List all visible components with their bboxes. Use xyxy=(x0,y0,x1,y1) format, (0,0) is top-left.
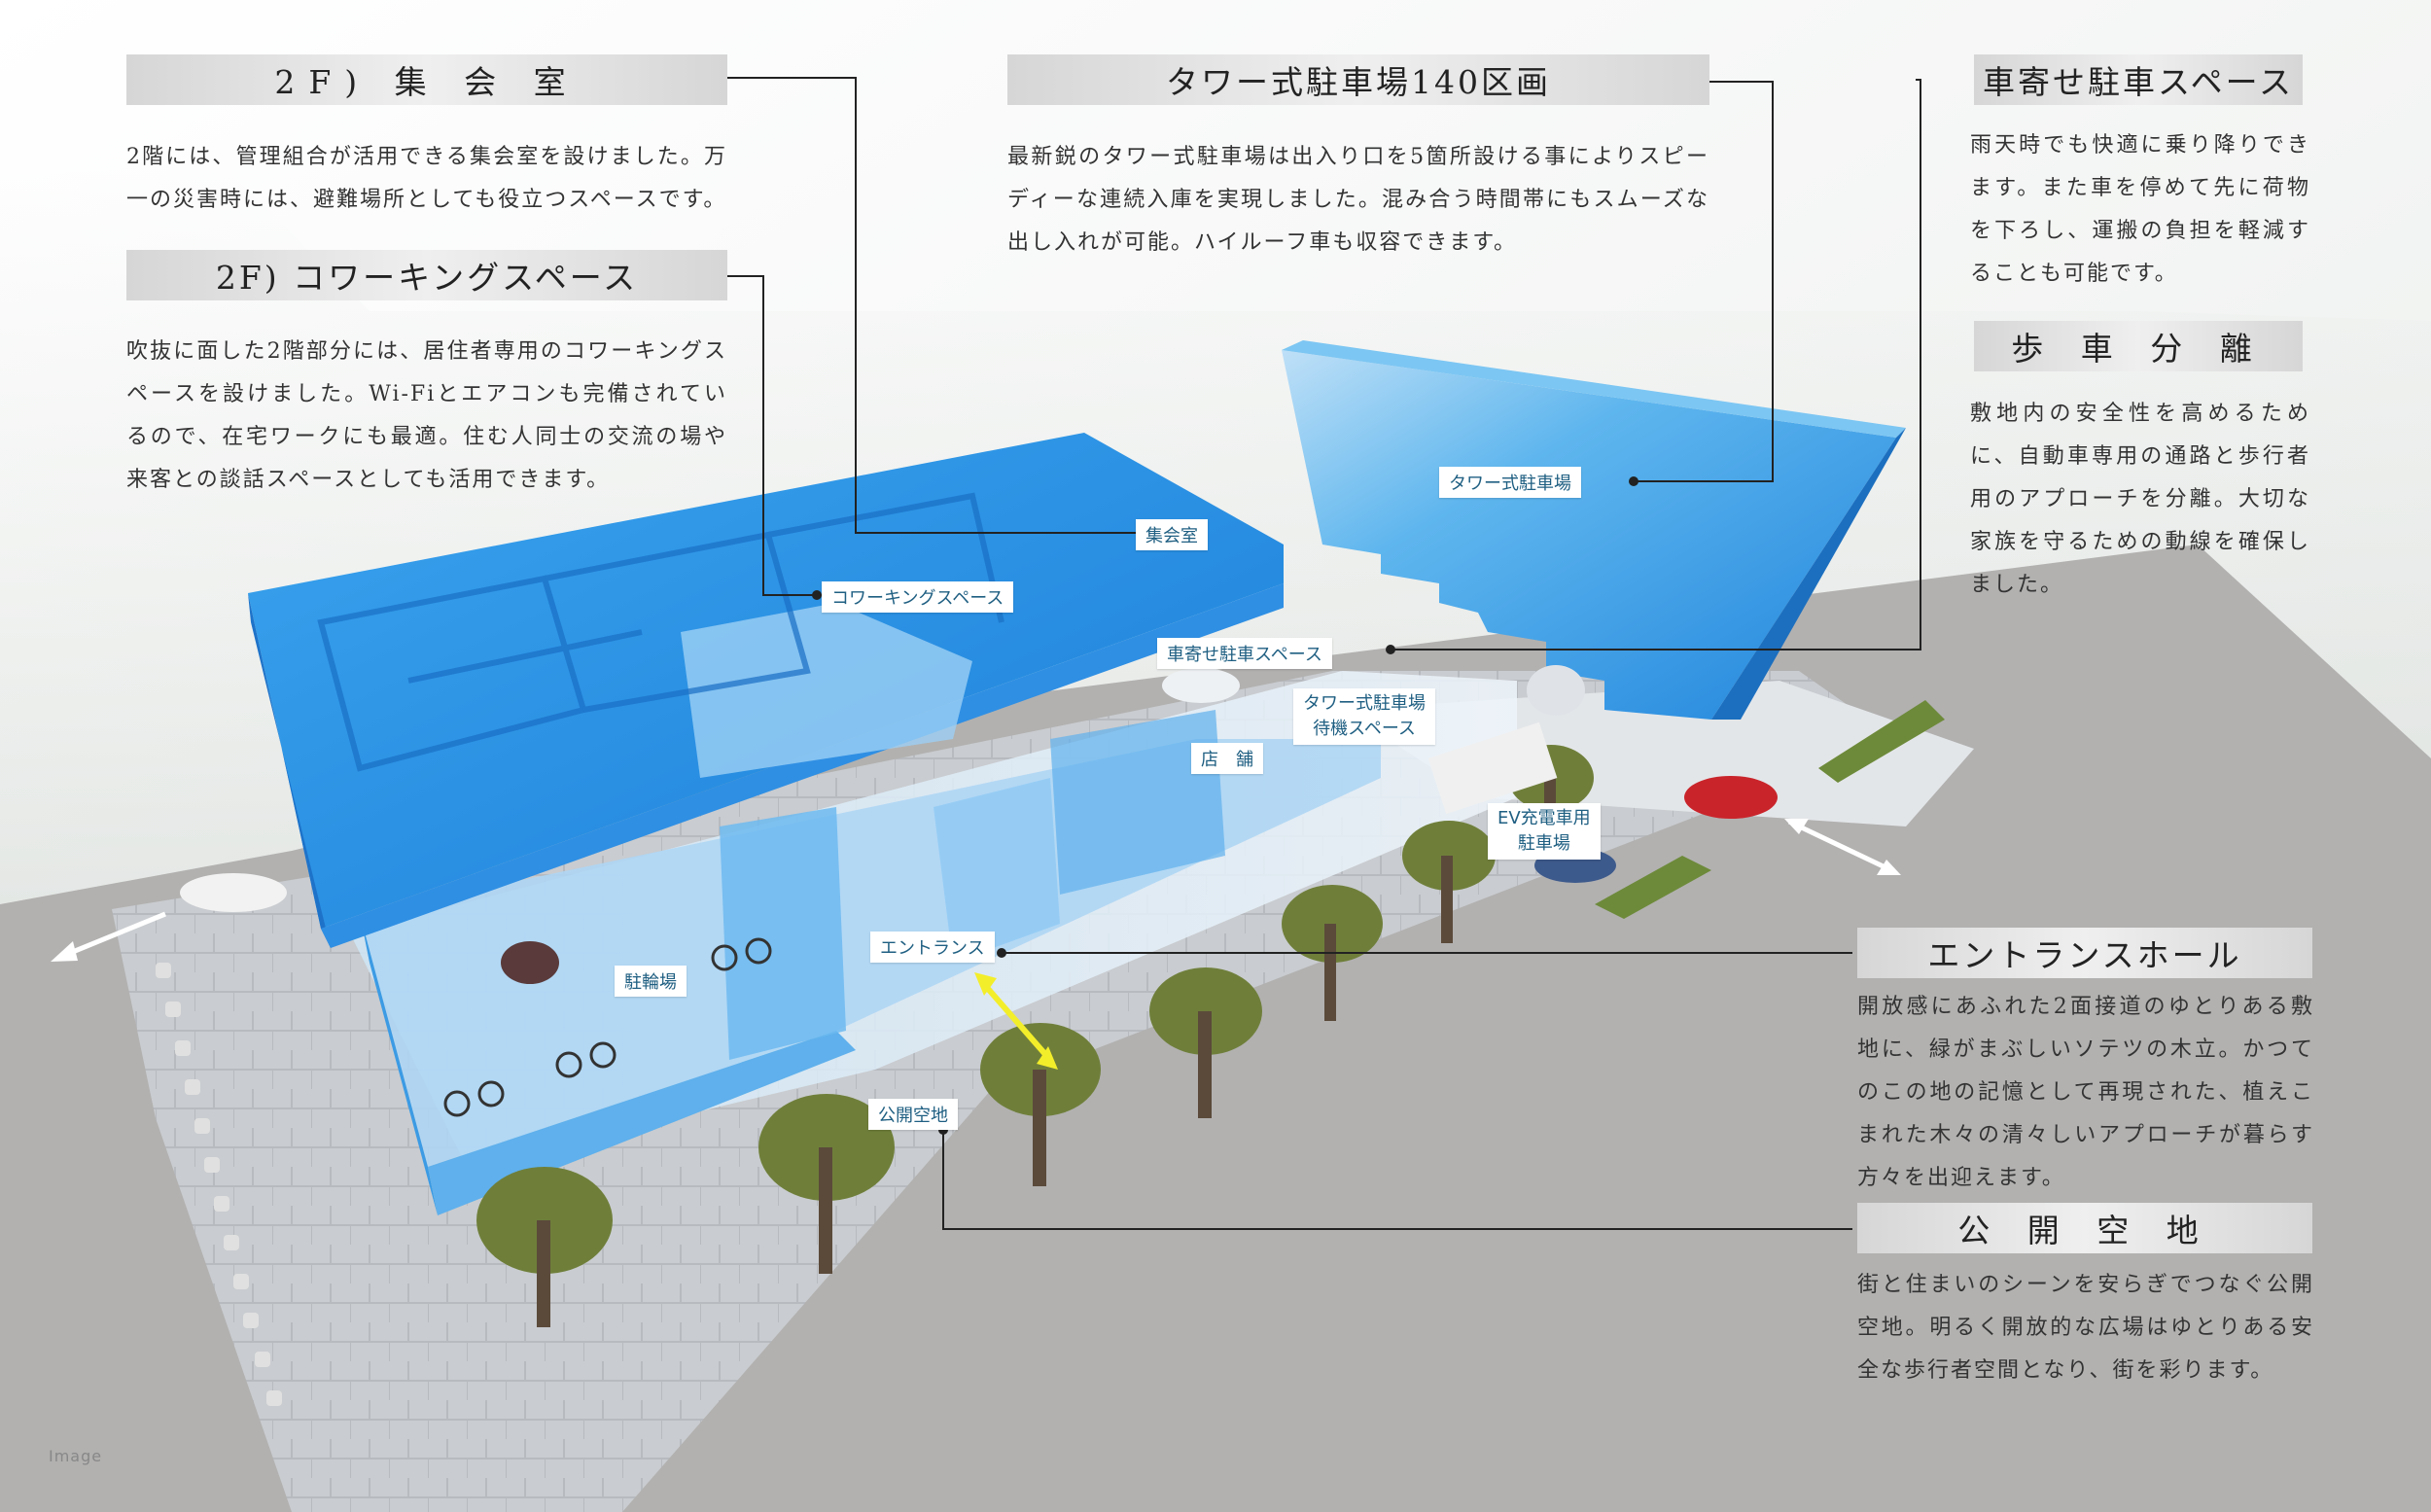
heading-separation: 歩 車 分 離 xyxy=(1974,321,2303,371)
heading-coworking: 2F) コワーキングスペース xyxy=(126,250,727,300)
label-tower-waiting: タワー式駐車場 待機スペース xyxy=(1293,688,1435,745)
text-tower-parking: 最新鋭のタワー式駐車場は出入り口を5箇所設ける事によりスピーディーな連続入庫を実… xyxy=(1007,145,1709,255)
main-building-second-floor xyxy=(248,433,1284,948)
callout-dot xyxy=(997,948,1006,958)
flow-arrows xyxy=(51,819,1901,1070)
label-coworking: コワーキングスペース xyxy=(822,581,1014,613)
motorcycle xyxy=(501,941,559,984)
label-dropoff: 車寄せ駐車スペース xyxy=(1157,638,1332,669)
planter xyxy=(1818,700,1945,783)
label-open-space: 公開空地 xyxy=(868,1099,958,1130)
tower-parking-building xyxy=(1282,340,1906,720)
label-ev-parking: EV充電車用 駐車場 xyxy=(1488,803,1601,860)
cars xyxy=(180,665,1778,912)
kerb-stones xyxy=(156,963,282,1406)
text-entrance-hall: 開放感にあふれた2面接道のゆとりある敷地に、緑がまぶしいソテツの木立。かつてのこ… xyxy=(1857,995,2314,1190)
callout-dot xyxy=(938,1125,948,1135)
palm-trees xyxy=(476,745,1594,1327)
image-caption: Image xyxy=(49,1447,103,1465)
label-bicycle-parking: 駐輪場 xyxy=(615,966,687,997)
callout-dot xyxy=(1386,645,1395,654)
label-ev-line1: EV充電車用 xyxy=(1497,808,1591,828)
bicycles xyxy=(443,937,772,1117)
heading-open-space: 公 開 空 地 xyxy=(1857,1203,2312,1253)
label-tower-waiting-line1: タワー式駐車場 xyxy=(1303,693,1426,714)
text-separation: 敷地内の安全性を高めるために、自動車専用の通路と歩行者用のアプローチを分離。大切… xyxy=(1970,402,2310,597)
callout-dot xyxy=(1629,476,1638,486)
text-meeting-room: 2階には、管理組合が活用できる集会室を設けました。万一の災害時には、避難場所とし… xyxy=(126,145,727,212)
heading-meeting-room: 2F) 集 会 室 xyxy=(126,54,727,105)
label-meeting-room: 集会室 xyxy=(1136,519,1208,550)
label-ev-line2: 駐車場 xyxy=(1517,833,1570,854)
heading-entrance-hall: エントランスホール xyxy=(1857,928,2312,978)
planter xyxy=(1595,856,1711,919)
text-open-space: 街と住まいのシーンを安らぎでつなぐ公開空地。明るく開放的な広場はゆとりある安全な… xyxy=(1857,1273,2314,1383)
label-entrance: エントランス xyxy=(870,932,995,963)
text-coworking: 吹抜に面した2階部分には、居住者専用のコワーキングスペースを設けました。Wi-F… xyxy=(126,339,727,492)
heading-dropoff: 車寄せ駐車スペース xyxy=(1974,54,2303,105)
callout-dot xyxy=(812,590,822,600)
leader-lines xyxy=(727,77,1921,1230)
label-shop: 店 舗 xyxy=(1191,743,1263,774)
heading-tower-parking: タワー式駐車場140区画 xyxy=(1007,54,1709,105)
text-dropoff: 雨天時でも快適に乗り降りできます。また車を停めて先に荷物を下ろし、運搬の負担を軽… xyxy=(1970,133,2310,286)
label-tower-waiting-line2: 待機スペース xyxy=(1313,719,1416,739)
label-tower-parking: タワー式駐車場 xyxy=(1439,467,1581,498)
